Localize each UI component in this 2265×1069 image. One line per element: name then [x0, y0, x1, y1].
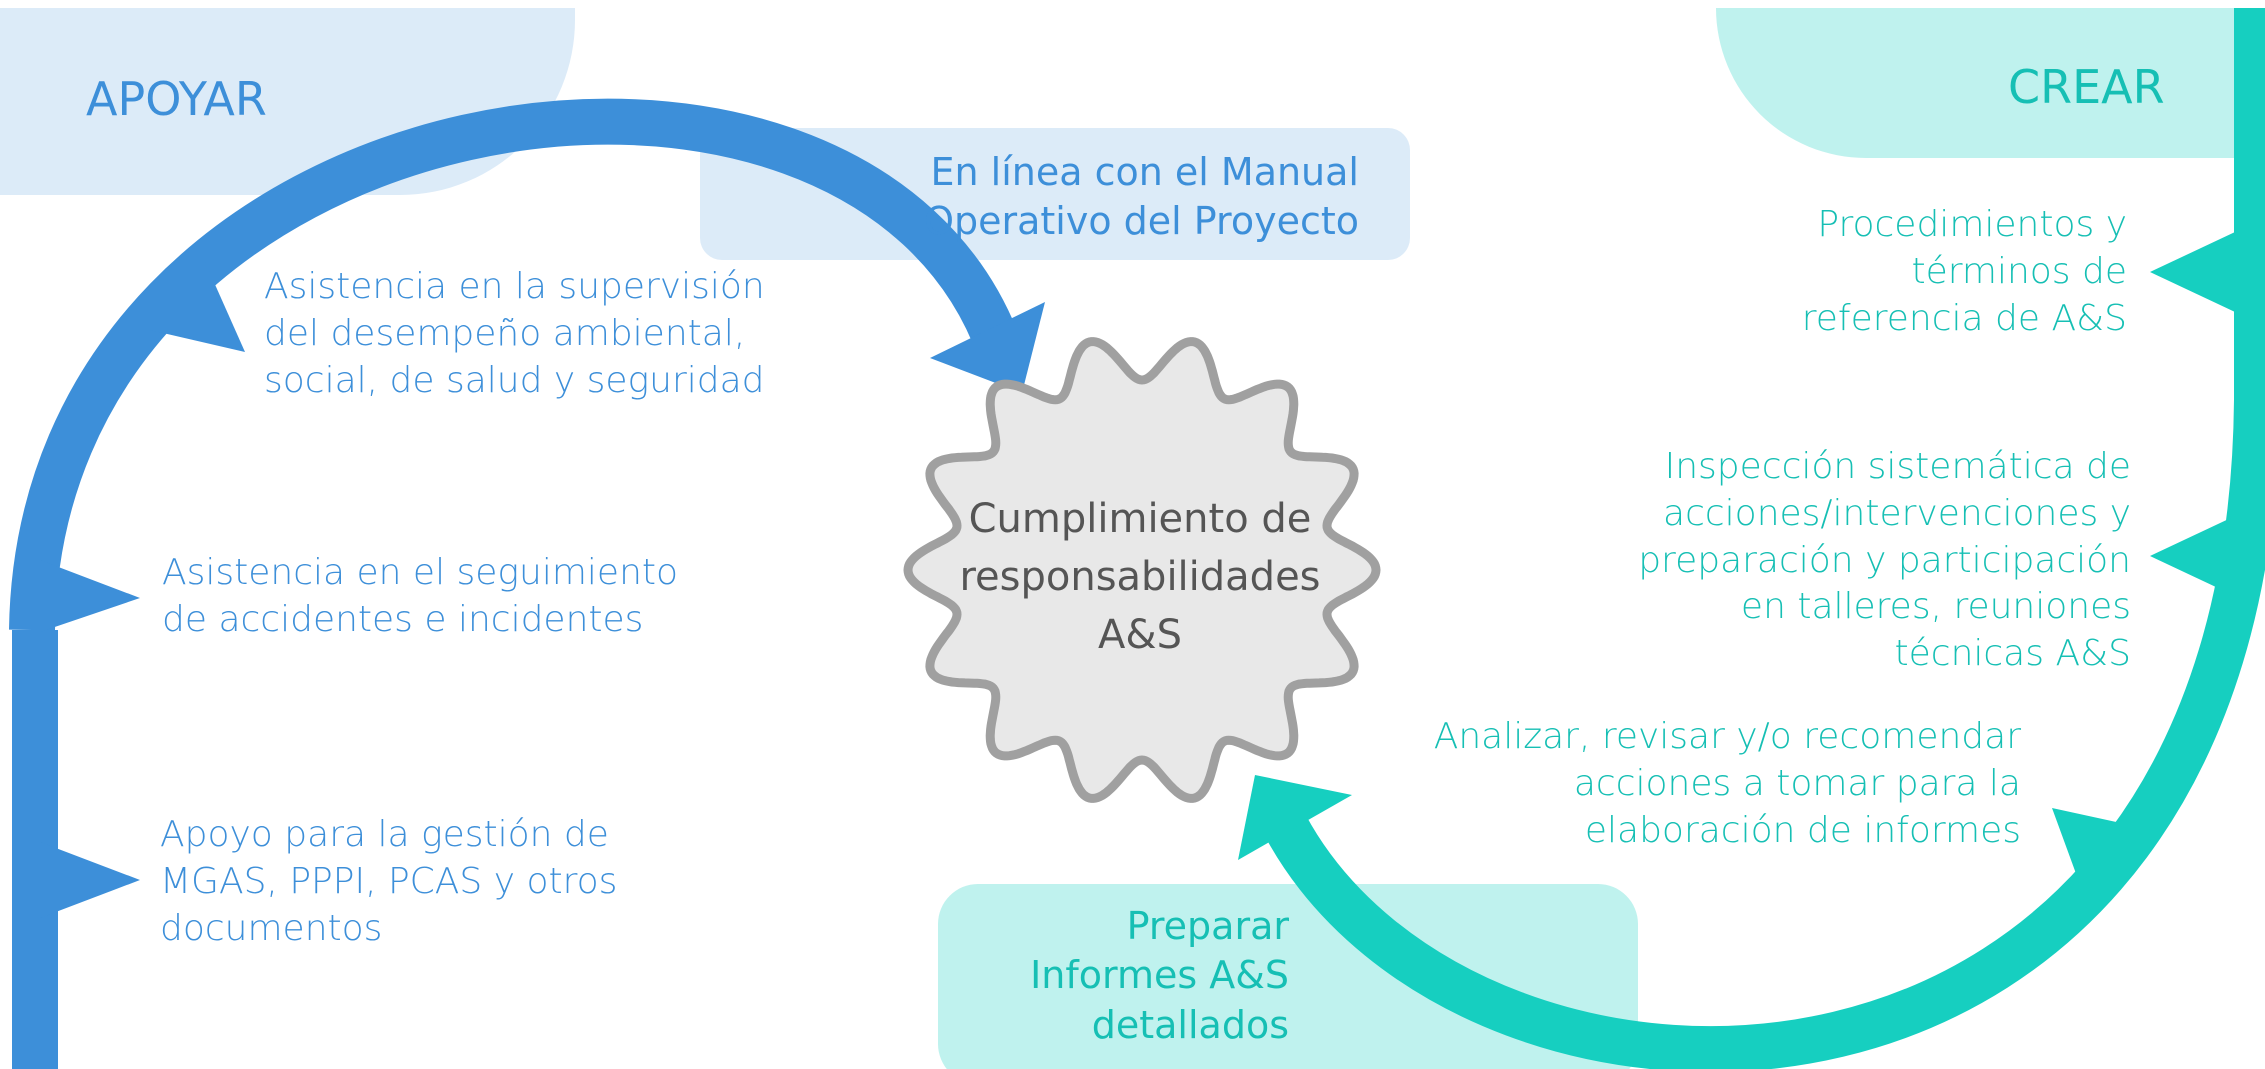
gear-shape [903, 337, 1381, 803]
note-right: Preparar Informes A&S detallados [1030, 904, 1289, 1047]
teal-pointer-3 [2052, 808, 2130, 890]
crear-item-2: Inspección sistemática de acciones/inter… [1638, 446, 2131, 675]
blue-pointer-3 [40, 842, 140, 918]
note-panel-left [700, 128, 1410, 260]
note-left: En línea con el Manual Operativo del Pro… [924, 150, 1359, 244]
crear-panel [1716, 8, 2265, 158]
blue-arc [9, 98, 1022, 631]
teal-pointer-2 [2150, 516, 2235, 596]
crear-item-3: Analizar, revisar y/o recomendar accione… [1433, 716, 2021, 851]
crear-title: CREAR [2008, 60, 2165, 114]
apoyar-item-3: Apoyo para la gestión de MGAS, PPPI, PCA… [160, 814, 618, 949]
blue-pointer-1 [150, 262, 245, 352]
teal-arrowhead [1238, 775, 1352, 860]
blue-pointer-2 [40, 560, 140, 632]
gear-label: Cumplimiento de responsabilidades A&S [959, 496, 1321, 658]
crear-item-1: Procedimientos y términos de referencia … [1801, 204, 2127, 339]
apoyar-item-1: Asistencia en la supervisión del desempe… [264, 266, 765, 401]
teal-vertical-bar [2234, 8, 2265, 408]
note-panel-right [938, 884, 1638, 1069]
blue-arrowhead [930, 302, 1045, 393]
teal-arc [1264, 399, 2265, 1069]
apoyar-item-2: Asistencia en el seguimiento de accident… [162, 552, 679, 640]
apoyar-title: APOYAR [86, 72, 267, 126]
teal-pointer-1 [2150, 232, 2235, 312]
